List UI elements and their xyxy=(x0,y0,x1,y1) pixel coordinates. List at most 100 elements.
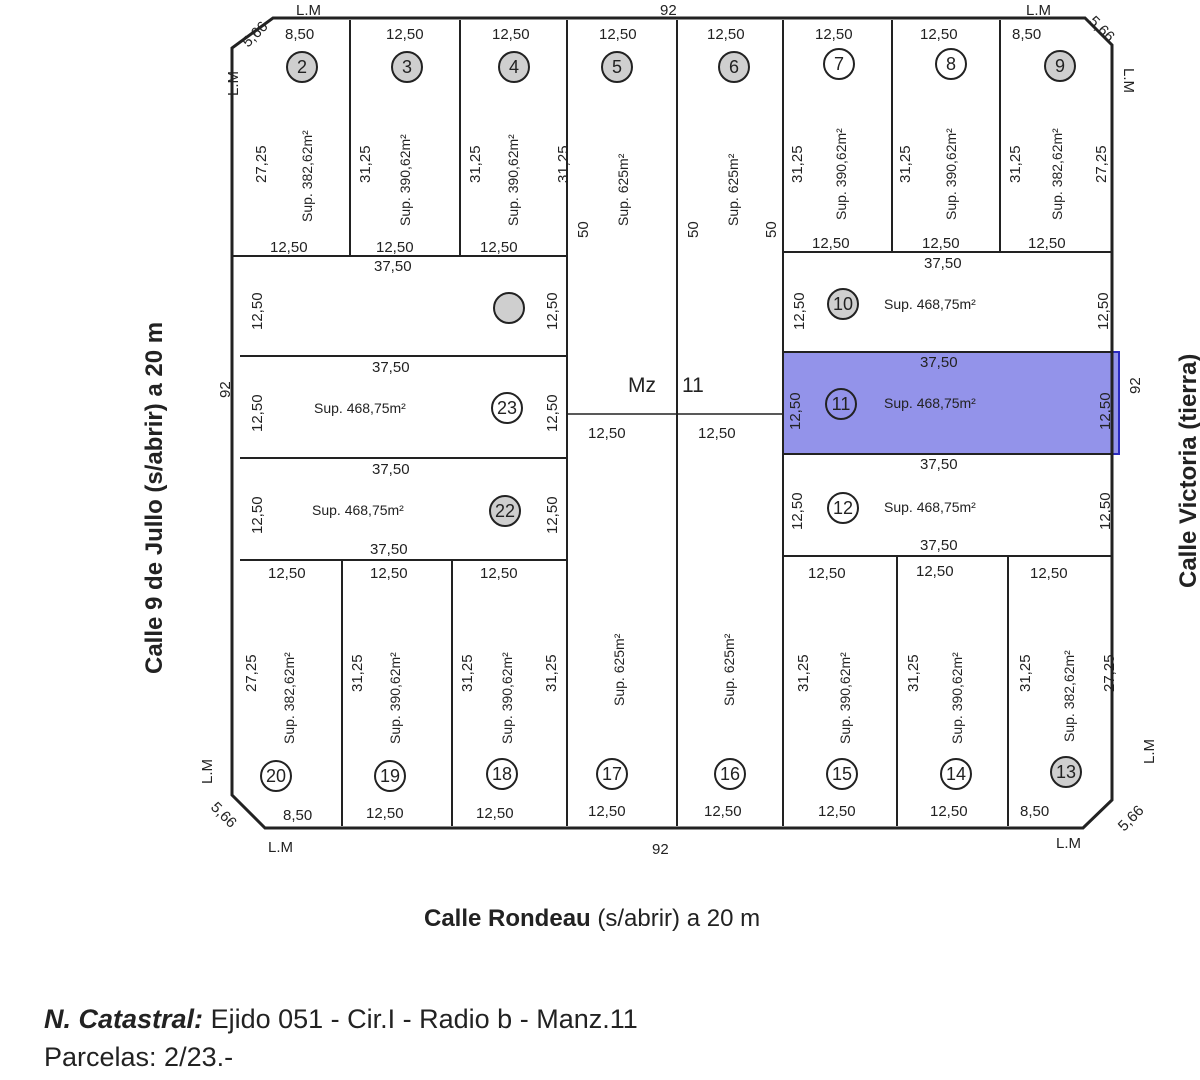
back-width-dim: 12,50 xyxy=(916,563,954,580)
parcel-area-4: Sup. 390,62m² xyxy=(505,134,521,226)
depth-dim: 27,25 xyxy=(253,145,270,183)
block-side-dim: 92 xyxy=(217,381,234,398)
parcel-number-16[interactable]: 16 xyxy=(714,758,746,790)
svg-text:6: 6 xyxy=(729,57,739,77)
svg-text:22: 22 xyxy=(495,501,515,521)
street-west: Calle 9 de Jullo (s/abrir) a 20 m xyxy=(141,322,168,674)
frontage-dim: 12,50 xyxy=(707,26,745,43)
parcel-number-9[interactable]: 9 xyxy=(1044,50,1076,82)
svg-text:20: 20 xyxy=(266,766,286,786)
frontage-dim: 12,50 xyxy=(588,803,626,820)
length-dim: 37,50 xyxy=(370,541,408,558)
depth-dim: 27,25 xyxy=(243,654,260,692)
chamfer-dim: 5,66 xyxy=(207,799,240,832)
frontage-dim: 12,50 xyxy=(599,26,637,43)
depth-dim: 31,25 xyxy=(795,654,812,692)
lm-label: L.M xyxy=(296,2,321,19)
depth-dim: 31,25 xyxy=(897,145,914,183)
parcel-area-8: Sup. 390,62m² xyxy=(943,128,959,220)
parcel-area-7: Sup. 390,62m² xyxy=(833,128,849,220)
parcel-number-14[interactable]: 14 xyxy=(940,758,972,790)
lm-label: L.M xyxy=(1056,835,1081,852)
svg-text:17: 17 xyxy=(602,764,622,784)
highlighted-parcel-11[interactable] xyxy=(782,351,1120,455)
parcel-number-6[interactable]: 6 xyxy=(718,51,750,83)
lm-label: L.M xyxy=(225,71,242,96)
depth-dim: 27,25 xyxy=(1101,654,1118,692)
parcel-number-20[interactable]: 20 xyxy=(260,760,292,792)
cadastral-label: N. Catastral: xyxy=(44,1004,204,1034)
back-width-dim: 12,50 xyxy=(922,235,960,252)
parcel-area-11: Sup. 468,75m² xyxy=(884,395,976,411)
parcel-number-11[interactable]: 11 xyxy=(825,388,857,420)
parcel-number-23[interactable] xyxy=(493,292,525,324)
block-outline xyxy=(230,16,1114,830)
frontage-dim: 12,50 xyxy=(704,803,742,820)
svg-text:16: 16 xyxy=(720,764,740,784)
parcel-number-4[interactable]: 4 xyxy=(498,51,530,83)
parcel-number-21[interactable]: 22 xyxy=(489,495,521,527)
parcel-number-3[interactable]: 3 xyxy=(391,51,423,83)
width-dim: 12,50 xyxy=(1097,492,1114,530)
parcel-number-13[interactable]: 13 xyxy=(1050,756,1082,788)
back-width-dim: 12,50 xyxy=(270,239,308,256)
lm-label: L.M xyxy=(1120,68,1137,93)
width-dim: 12,50 xyxy=(1097,392,1114,430)
frontage-dim: 12,50 xyxy=(815,26,853,43)
parcel-area-10: Sup. 468,75m² xyxy=(884,296,976,312)
svg-text:8: 8 xyxy=(946,54,956,74)
parcel-area-6: Sup. 625m² xyxy=(725,153,741,226)
parcel-number-7[interactable]: 7 xyxy=(823,48,855,80)
width-dim: 12,50 xyxy=(791,292,808,330)
depth-dim: 31,25 xyxy=(349,654,366,692)
depth-dim: 31,25 xyxy=(905,654,922,692)
parcel-number-8[interactable]: 8 xyxy=(935,48,967,80)
depth-dim: 31,25 xyxy=(357,145,374,183)
parcel-number-10[interactable]: 10 xyxy=(827,288,859,320)
back-width-dim: 12,50 xyxy=(1030,565,1068,582)
width-dim: 12,50 xyxy=(789,492,806,530)
width-dim: 12,50 xyxy=(544,292,561,330)
width-dim: 12,50 xyxy=(544,496,561,534)
svg-text:14: 14 xyxy=(946,764,966,784)
depth-dim: 31,25 xyxy=(1017,654,1034,692)
back-width-dim: 12,50 xyxy=(812,235,850,252)
frontage-dim: 12,50 xyxy=(920,26,958,43)
parcel-number-15[interactable]: 15 xyxy=(826,758,858,790)
back-width-dim: 12,50 xyxy=(808,565,846,582)
width-dim: 12,50 xyxy=(249,292,266,330)
length-dim: 37,50 xyxy=(920,537,958,554)
length-dim: 37,50 xyxy=(372,461,410,478)
back-width-dim: 12,50 xyxy=(480,239,518,256)
parcel-number-18[interactable]: 18 xyxy=(486,758,518,790)
parcel-area-9: Sup. 382,62m² xyxy=(1049,128,1065,220)
parcel-number-19[interactable]: 19 xyxy=(374,760,406,792)
depth-dim: 31,25 xyxy=(1007,145,1024,183)
block-side-dim: 92 xyxy=(1127,377,1144,394)
parcel-area-21: Sup. 468,75m² xyxy=(312,502,404,518)
parcel-lines xyxy=(232,20,1112,826)
svg-text:7: 7 xyxy=(834,54,844,74)
depth-dim: 31,25 xyxy=(789,145,806,183)
length-dim: 37,50 xyxy=(920,354,958,371)
parcel-area-18: Sup. 390,62m² xyxy=(499,652,515,744)
svg-text:19: 19 xyxy=(380,766,400,786)
parcel-number-12[interactable]: 12 xyxy=(827,492,859,524)
frontage-dim: 8,50 xyxy=(283,807,312,824)
depth-dim: 50 xyxy=(575,221,592,238)
frontage-dim: 12,50 xyxy=(588,425,626,442)
depth-dim: 50 xyxy=(763,221,780,238)
back-width-dim: 12,50 xyxy=(376,239,414,256)
parcel-number-22[interactable]: 23 xyxy=(491,392,523,424)
parcel-number-2[interactable]: 2 xyxy=(286,51,318,83)
width-dim: 12,50 xyxy=(249,496,266,534)
frontage-dim: 8,50 xyxy=(285,26,314,43)
depth-dim: 31,25 xyxy=(459,654,476,692)
back-width-dim: 12,50 xyxy=(480,565,518,582)
depth-dim: 31,25 xyxy=(543,654,560,692)
lm-label: L.M xyxy=(199,759,216,784)
parcel-area-17: Sup. 625m² xyxy=(611,633,627,706)
parcel-number-5[interactable]: 5 xyxy=(601,51,633,83)
parcel-number-17[interactable]: 17 xyxy=(596,758,628,790)
width-dim: 12,50 xyxy=(1095,292,1112,330)
